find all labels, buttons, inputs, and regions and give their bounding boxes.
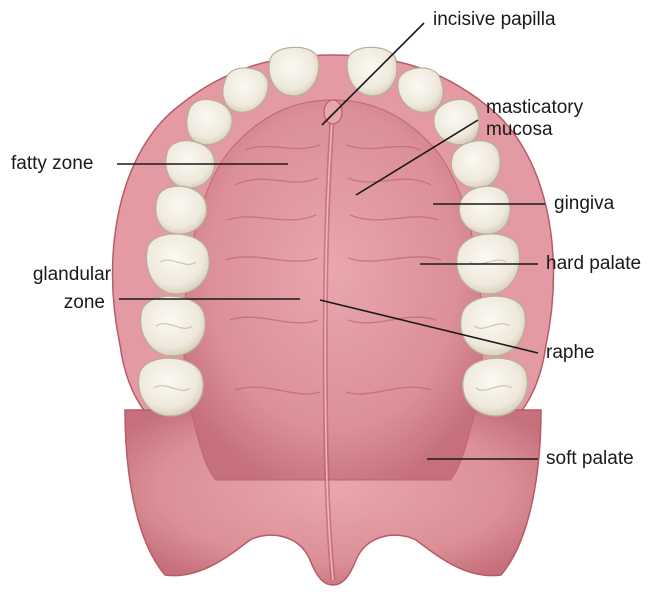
label-hard-palate: hard palate [546, 253, 641, 275]
label-glandular-zone-line1: glandular [33, 264, 111, 286]
tooth [459, 186, 510, 234]
label-fatty-zone: fatty zone [11, 153, 93, 175]
label-gingiva: gingiva [554, 193, 614, 215]
hard-palate-shape [184, 100, 482, 480]
label-masticatory-mucosa-line1: masticatory [486, 97, 583, 119]
tooth [156, 186, 207, 234]
tooth [451, 141, 500, 188]
label-soft-palate: soft palate [546, 448, 634, 470]
tooth [146, 234, 209, 294]
label-raphe: raphe [546, 342, 595, 364]
label-incisive-papilla: incisive papilla [433, 9, 556, 31]
label-masticatory-mucosa-line2: mucosa [486, 119, 553, 141]
tooth [141, 296, 206, 356]
label-glandular-zone-line2: zone [64, 292, 105, 314]
